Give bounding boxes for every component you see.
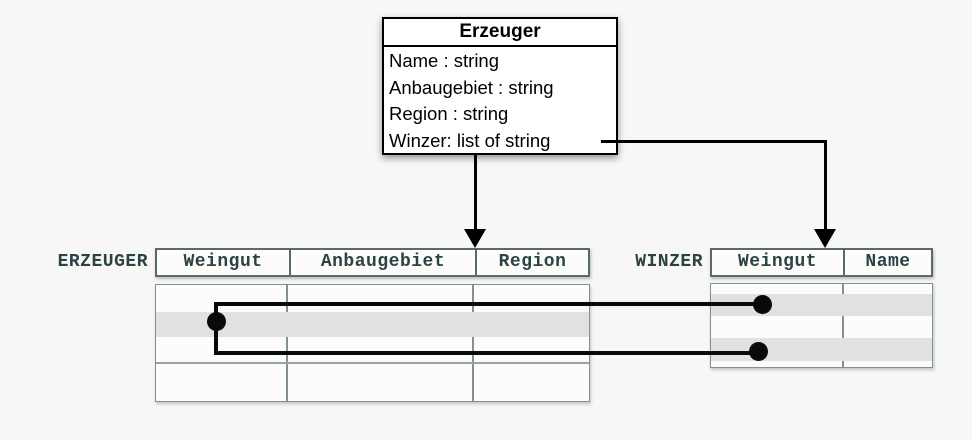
- relation-line-top: [214, 302, 763, 306]
- erzeuger-highlighted-row: [156, 312, 589, 337]
- winzer-column-divider: [842, 284, 844, 367]
- erzeuger-column-divider-1: [286, 285, 288, 401]
- arrow-to-erzeuger-line: [474, 155, 477, 231]
- winzer-table-label: WINZER: [635, 252, 703, 272]
- class-box-erzeuger: Erzeuger Name : string Anbaugebiet : str…: [382, 17, 618, 155]
- relation-line-bottom: [214, 351, 759, 355]
- class-attribute-region: Region : string: [389, 103, 509, 124]
- erzeuger-column-header-weingut: Weingut: [183, 252, 263, 272]
- class-attribute-name: Name : string: [389, 50, 500, 71]
- class-attribute-anbaugebiet: Anbaugebiet : string: [389, 76, 554, 98]
- erzeuger-column-divider-2: [472, 285, 474, 401]
- winzer-column-header-weingut: Weingut: [737, 252, 818, 272]
- arrow-to-winzer-head-icon: [814, 229, 836, 248]
- class-box-attributes: Name : string Anbaugebiet : string Regio…: [384, 47, 616, 154]
- winzer-table-body: [710, 283, 933, 368]
- arrow-to-erzeuger-head-icon: [464, 229, 486, 248]
- winzer-column-header-name: Name: [843, 250, 931, 275]
- arrow-to-winzer-line-horizontal: [601, 140, 827, 143]
- winzer-highlighted-row-2: [711, 338, 932, 361]
- erzeuger-table-header: Weingut Anbaugebiet Region: [155, 248, 590, 277]
- arrow-to-winzer-line-vertical: [824, 140, 827, 231]
- relation-dot-winzer-1: [753, 295, 772, 314]
- erzeuger-column-header-region: Region: [475, 250, 588, 275]
- class-attribute-winzer: Winzer: list of string: [389, 129, 551, 151]
- winzer-table-header: Weingut Name: [710, 248, 933, 277]
- relation-dot-erzeuger: [207, 312, 226, 331]
- class-box-title: Erzeuger: [384, 19, 616, 47]
- relation-dot-winzer-2: [749, 342, 768, 361]
- erzeuger-row-divider: [156, 362, 589, 364]
- erzeuger-table-label: ERZEUGER: [57, 252, 148, 272]
- erzeuger-column-header-anbaugebiet: Anbaugebiet: [289, 250, 475, 275]
